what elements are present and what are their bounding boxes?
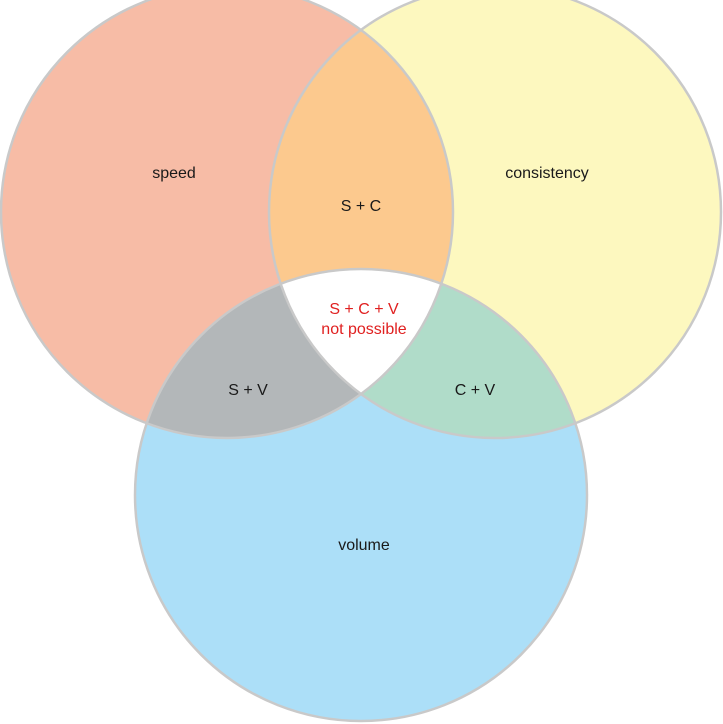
center-label-line2: not possible [321, 321, 406, 338]
consistency-label: consistency [505, 165, 589, 182]
volume-label: volume [338, 537, 390, 554]
volume-outline [133, 267, 589, 723]
consistency-outline [267, 0, 723, 440]
consistency-volume-label: C + V [455, 382, 496, 399]
speed-outline [0, 0, 455, 440]
speed-volume-label: S + V [228, 382, 268, 399]
consistency-volume-overlap [269, 269, 587, 438]
speed-consistency-label: S + C [341, 198, 381, 215]
speed-label: speed [152, 165, 196, 182]
speed-volume-overlap [135, 269, 453, 438]
center-label-line1: S + C + V [329, 301, 399, 318]
